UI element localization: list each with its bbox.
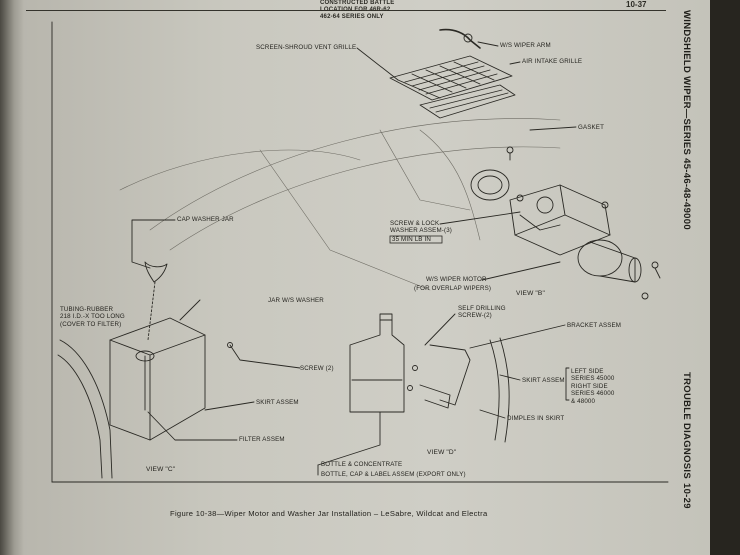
bottle-drawing — [349, 313, 405, 413]
label-gasket: GASKET — [578, 124, 605, 131]
cap-tube — [147, 281, 156, 341]
leader-cap — [131, 219, 176, 269]
side-page-number: 10-29 — [681, 483, 692, 509]
leader-skirt — [204, 401, 255, 411]
label-dimples: DIMPLES IN SKIRT — [507, 415, 565, 422]
fender-arc — [59, 339, 113, 479]
leader-screen-shroud — [356, 47, 399, 81]
label-view-d: VIEW "D" — [427, 449, 457, 456]
running-head: WINDSHIELD WIPER—SERIES 45-46-48-49000 — [681, 10, 692, 230]
leader-filter — [147, 411, 238, 441]
label-bottle-cap: BOTTLE, CAP & LABEL ASSEM (EXPORT ONLY) — [321, 471, 466, 478]
bracket-drawing — [407, 337, 510, 443]
label-air-intake: AIR INTAKE GRILLE — [522, 58, 583, 65]
washer-jar-drawing — [109, 317, 206, 441]
label-tubing: TUBING-RUBBER 218 I.D.-X TOO LONG (COVER… — [60, 306, 125, 328]
leader-self-drilling — [424, 313, 456, 346]
wiper-arm-drawing — [439, 28, 481, 49]
section-title: TROUBLE DIAGNOSIS — [681, 372, 692, 479]
label-screw-lock: SCREW & LOCK WASHER ASSEM-(3) — [390, 220, 452, 235]
label-bracket: BRACKET ASSEM — [567, 322, 622, 329]
label-self-drilling: SELF DRILLING SCREW-(2) — [458, 305, 506, 320]
washer-cap — [144, 261, 168, 283]
leader-dimples — [479, 409, 506, 419]
cowl-outline — [119, 118, 561, 291]
label-wiper-arm: W/S WIPER ARM — [500, 42, 551, 49]
label-skirt-assem: SKIRT ASSEM — [256, 399, 299, 406]
label-cap-washer: CAP WASHER JAR — [177, 216, 234, 223]
label-screw-2: SCREW (2) — [300, 365, 334, 372]
label-filter: FILTER ASSEM — [239, 436, 285, 443]
label-torque: 35 MIN LB IN — [392, 236, 431, 243]
leader-screw-jar — [229, 344, 301, 369]
leader-gasket — [529, 126, 577, 131]
vent-grille — [389, 55, 513, 101]
figure-caption: Figure 10-38—Wiper Motor and Washer Jar … — [170, 509, 488, 518]
header-rule — [26, 10, 666, 11]
label-bottle-concentrate: BOTTLE & CONCENTRATE — [321, 461, 403, 468]
leader-jar — [179, 299, 201, 321]
top-page-number: 10-37 — [626, 0, 647, 9]
leader-skirt-side — [499, 374, 521, 381]
header-note: CONSTRUCTED BATTLE LOCATION FOR 46R-62 4… — [320, 0, 395, 20]
right-edge-band — [710, 0, 740, 555]
skirt-notes-bracket — [565, 367, 570, 401]
wiper-arm-hub — [463, 33, 473, 43]
motor-screws — [506, 146, 661, 300]
torque-box — [389, 235, 443, 244]
label-skirt-notes: LEFT SIDE SERIES 45000 RIGHT SIDE SERIES… — [571, 368, 615, 405]
label-skirt-assem-side: SKIRT ASSEM — [522, 377, 565, 384]
label-overlap: (FOR OVERLAP WIPERS) — [414, 285, 492, 292]
leader-wiper-arm — [477, 41, 499, 47]
gasket-ring — [470, 169, 510, 201]
jar-screw — [227, 342, 233, 348]
label-screen-shroud: SCREEN-SHROUD VENT GRILLE — [256, 44, 357, 51]
leader-air-intake — [509, 61, 521, 65]
page-binding — [0, 0, 24, 555]
fender-arc-inner — [57, 354, 103, 479]
leader-screw-lock — [439, 211, 521, 225]
gasket-inner — [477, 175, 503, 195]
leader-wiper-motor — [481, 261, 561, 281]
leader-bottle — [317, 411, 381, 466]
leader-bracket — [469, 324, 566, 349]
label-jar: JAR W/S WASHER — [268, 297, 324, 304]
label-view-b: VIEW "B" — [516, 290, 545, 297]
label-view-c: VIEW "C" — [146, 466, 176, 473]
air-intake-grille — [419, 84, 516, 119]
label-wiper-motor: W/S WIPER MOTOR — [426, 276, 487, 283]
wiper-motor-drawing — [509, 184, 642, 283]
manual-page — [20, 0, 710, 555]
